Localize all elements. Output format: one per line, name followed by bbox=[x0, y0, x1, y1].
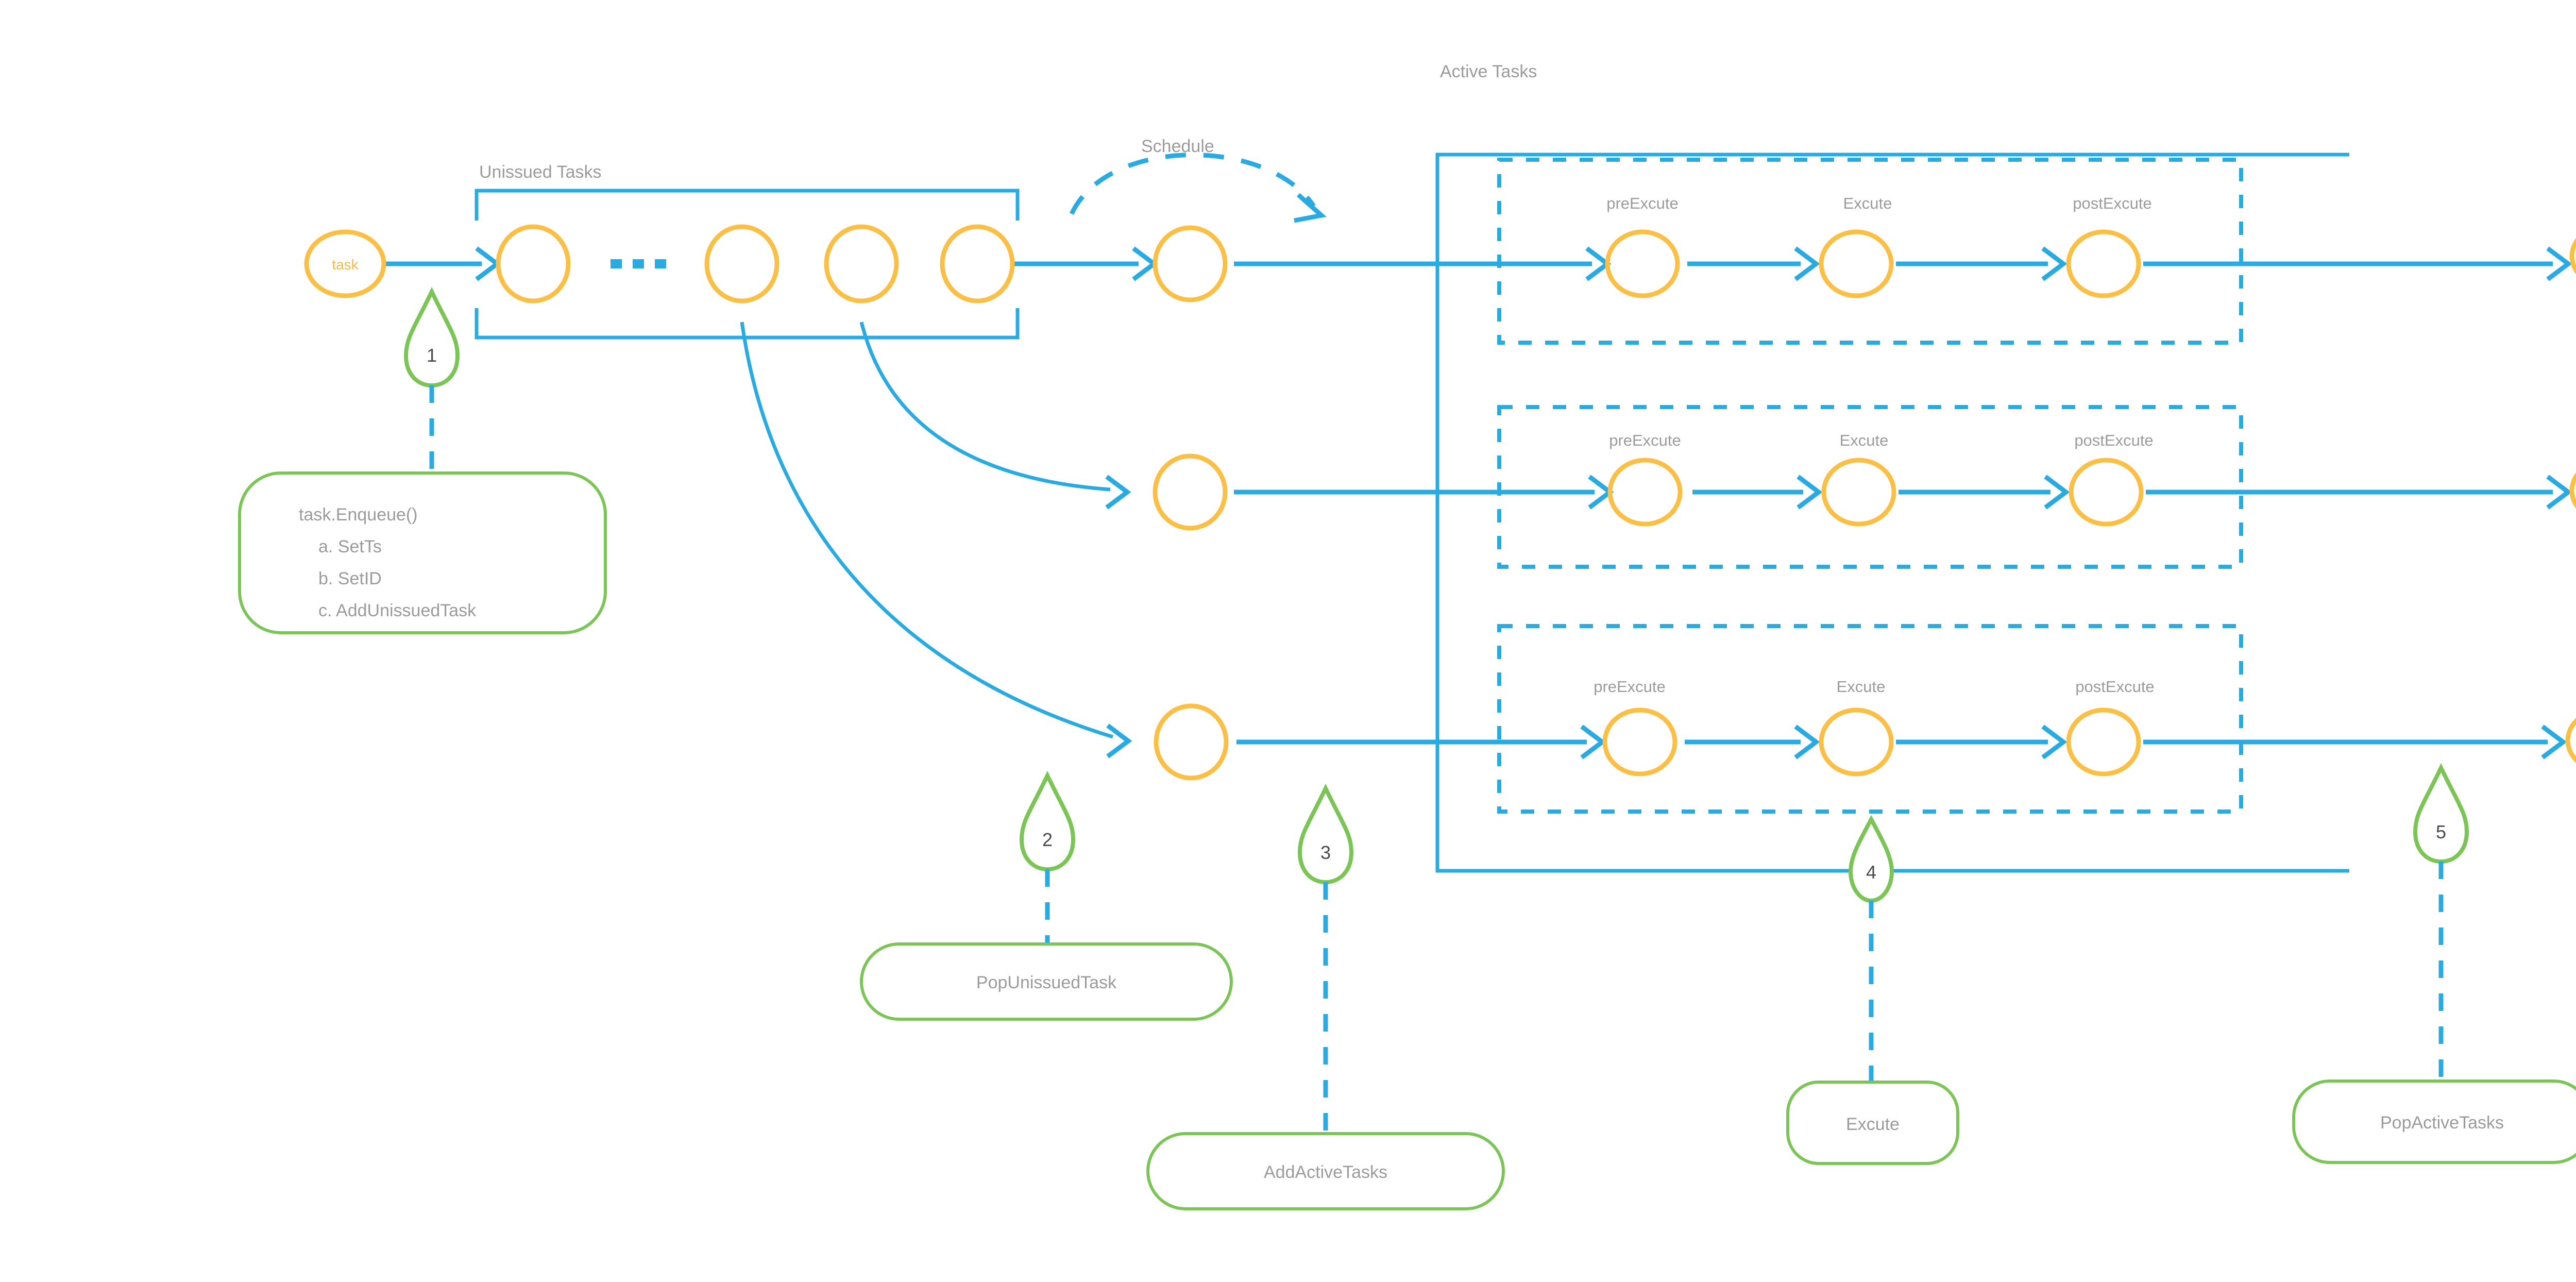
dispatch-node-row2[interactable] bbox=[1153, 453, 1228, 531]
arrow-head-icon bbox=[1106, 723, 1132, 758]
excute-label-row1: Excute bbox=[1843, 194, 1892, 212]
callout-1-line4: c. AddUnissuedTask bbox=[318, 601, 477, 620]
callout-1-line1: task.Enqueue() bbox=[299, 505, 418, 525]
marker-4-group[interactable]: 4 bbox=[1848, 815, 1894, 903]
task-node[interactable] bbox=[304, 229, 386, 298]
queue-ellipsis-icon bbox=[611, 259, 666, 268]
schedule-label: Schedule bbox=[1141, 137, 1214, 156]
marker-2-number: 2 bbox=[1042, 829, 1053, 850]
arrow-head-icon bbox=[2546, 246, 2572, 281]
pre-excute-label-row3: preExcute bbox=[1594, 678, 1666, 696]
pipeline-box-row1 bbox=[1497, 158, 2243, 345]
arrow-head-icon bbox=[1797, 475, 1823, 510]
marker-4-number: 4 bbox=[1866, 862, 1876, 883]
pre-excute-node-row2[interactable] bbox=[1607, 458, 1683, 527]
callout-3-box[interactable] bbox=[1146, 1132, 1505, 1210]
curve-queue-to-row2 bbox=[859, 322, 1111, 492]
dispatch-node-row3[interactable] bbox=[1154, 703, 1229, 781]
unissued-tasks-label: Unissued Tasks bbox=[479, 162, 602, 182]
arrow-head-icon bbox=[2546, 475, 2572, 510]
end-node-row1[interactable] bbox=[2569, 224, 2576, 288]
callout-4-box[interactable] bbox=[1786, 1081, 1959, 1165]
row2-flow-group bbox=[1234, 475, 2572, 510]
curve-queue-to-row3 bbox=[740, 322, 1114, 739]
queue-node-2[interactable] bbox=[704, 224, 779, 303]
pre-excute-label-row1: preExcute bbox=[1606, 194, 1679, 212]
active-tasks-label: Active Tasks bbox=[1440, 62, 1537, 81]
unissued-tasks-bracket bbox=[474, 189, 1020, 340]
excute-node-row3[interactable] bbox=[1819, 707, 1894, 777]
arrow-head-icon bbox=[1580, 724, 1606, 760]
task-node-label: task bbox=[332, 257, 359, 273]
pre-excute-label-row2: preExcute bbox=[1609, 431, 1681, 449]
excute-label-row2: Excute bbox=[1840, 431, 1889, 449]
dispatch-node-row1[interactable] bbox=[1153, 225, 1228, 302]
marker-3-number: 3 bbox=[1320, 842, 1331, 863]
callout-2-text: PopUnissuedTask bbox=[976, 973, 1117, 992]
arrow-head-icon bbox=[1794, 246, 1820, 281]
queue-node-4[interactable] bbox=[940, 224, 1015, 303]
post-excute-node-row1[interactable] bbox=[2066, 229, 2141, 298]
pipeline-box-row3 bbox=[1497, 624, 2243, 814]
queue-node-1[interactable] bbox=[496, 224, 571, 303]
end-node-row2[interactable] bbox=[2569, 459, 2576, 522]
post-excute-label-row3: postExcute bbox=[2075, 678, 2154, 696]
post-excute-label-row1: postExcute bbox=[2073, 194, 2151, 212]
arrow-head-icon bbox=[2041, 246, 2067, 281]
excute-node-row1[interactable] bbox=[1819, 229, 1894, 298]
end-node-row3[interactable] bbox=[2565, 709, 2576, 772]
arrow-head-icon bbox=[1105, 475, 1131, 510]
marker-5-number: 5 bbox=[2436, 821, 2446, 842]
callout-2-box[interactable] bbox=[860, 942, 1233, 1021]
callout-1-line2: a. SetTs bbox=[318, 537, 382, 556]
callout-5-text: PopActiveTasks bbox=[2380, 1113, 2504, 1133]
schedule-arc-arrow bbox=[1069, 153, 1316, 215]
excute-node-row2[interactable] bbox=[1821, 458, 1896, 527]
arrow-head-icon bbox=[2541, 724, 2567, 760]
callout-1-line3: b. SetID bbox=[318, 569, 382, 588]
pre-excute-node-row3[interactable] bbox=[1602, 707, 1677, 777]
post-excute-node-row3[interactable] bbox=[2066, 707, 2141, 777]
post-excute-label-row2: postExcute bbox=[2074, 431, 2153, 449]
arrow-head-icon bbox=[2044, 475, 2070, 510]
marker-2-group[interactable]: 2 bbox=[1019, 770, 1076, 872]
row3-flow-group bbox=[1236, 724, 2567, 760]
marker-5-group[interactable]: 5 bbox=[2413, 763, 2469, 864]
callout-4-text: Excute bbox=[1846, 1115, 1900, 1134]
excute-label-row3: Excute bbox=[1837, 678, 1886, 696]
queue-node-3[interactable] bbox=[824, 224, 899, 303]
callout-1-box[interactable] bbox=[238, 471, 607, 634]
arrow-head-icon bbox=[1294, 193, 1327, 223]
marker-1-number: 1 bbox=[427, 345, 437, 366]
pre-excute-node-row1[interactable] bbox=[1605, 229, 1680, 298]
arrow-head-icon bbox=[2041, 724, 2067, 760]
pipeline-box-row2 bbox=[1497, 405, 2243, 569]
marker-3-group[interactable]: 3 bbox=[1297, 783, 1354, 885]
callout-3-text: AddActiveTasks bbox=[1264, 1162, 1387, 1182]
marker-1-group[interactable]: 1 bbox=[403, 286, 460, 388]
post-excute-node-row2[interactable] bbox=[2069, 458, 2144, 527]
arrow-head-icon bbox=[1794, 724, 1820, 760]
callout-5-box[interactable] bbox=[2292, 1079, 2576, 1164]
